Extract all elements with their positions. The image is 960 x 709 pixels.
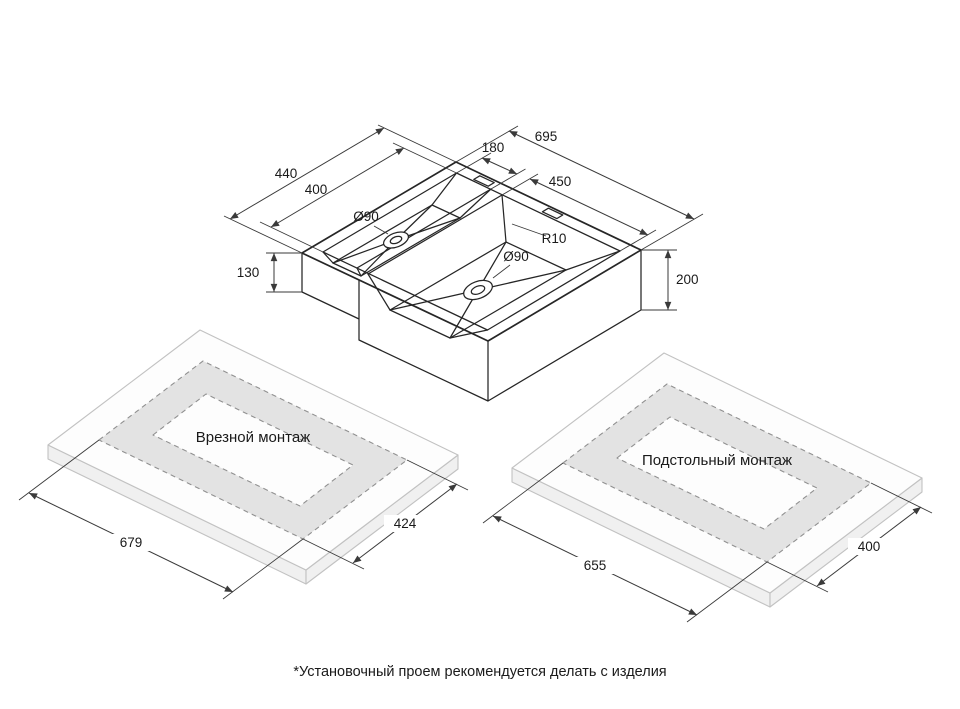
- dim-left-bowl-height-130: 130: [237, 252, 302, 293]
- inset-mount-diagram: Врезной монтаж 679 424: [18, 329, 469, 600]
- sink-dimensions: 440 400 695 180 450 130: [223, 124, 704, 311]
- dim-440-extension-lines: [223, 124, 457, 254]
- footnote: *Установочный проем рекомендуется делать…: [293, 664, 666, 680]
- dim-450-extension-lines: [501, 173, 657, 252]
- undermount-diagram: Подстольный монтаж 655 400: [482, 352, 933, 623]
- dim-450-line: [529, 178, 649, 236]
- dim-695-label: 695: [535, 129, 558, 144]
- dim-left-bowl-180: 180: [456, 140, 526, 190]
- left-bowl-slope-lines: [332, 204, 461, 277]
- dim-400-label: 400: [305, 182, 328, 197]
- dim-inset-length-679: 679: [18, 439, 304, 600]
- dim-total-length-695: 695: [455, 125, 704, 251]
- left-drain-leader-line: [373, 225, 389, 235]
- dim-655-label: 655: [584, 558, 607, 573]
- dim-corner-radius-r10: R10: [511, 223, 567, 246]
- dim-130-label: 130: [237, 265, 260, 280]
- left-drain-label: Ø90: [353, 209, 379, 224]
- left-bowl-wall-edges: [322, 172, 492, 277]
- right-drain-inner: [470, 285, 486, 295]
- dim-u400-label-bg: [848, 538, 890, 555]
- dim-424-label: 424: [394, 516, 417, 531]
- sink-bowl-divider: [356, 188, 503, 275]
- right-drain: [463, 279, 493, 301]
- dim-200-extension-lines: [641, 249, 677, 311]
- inset-mount-title: Врезной монтаж: [196, 429, 310, 446]
- left-tap-hole: [473, 175, 495, 187]
- left-drain-inner: [389, 235, 403, 245]
- dim-bowl-height-200: 200: [641, 249, 699, 311]
- inset-cutout-inner-dashed: [152, 393, 354, 507]
- dim-180-extension-lines: [456, 152, 526, 190]
- dim-679-label: 679: [120, 535, 143, 550]
- right-drain-label: Ø90: [503, 249, 529, 264]
- dim-695-extension-lines: [455, 125, 704, 251]
- dim-400-line: [270, 147, 405, 228]
- undermount-cutout-band: [563, 384, 871, 562]
- dim-440-label: 440: [275, 166, 298, 181]
- dim-200-label: 200: [676, 272, 699, 287]
- dim-424-extension-lines: [302, 459, 469, 570]
- dim-left-drain-d90: Ø90: [353, 209, 389, 235]
- dim-424-label-bg: [384, 515, 426, 532]
- dim-undermount-depth-400: 400: [766, 482, 933, 593]
- right-drain-leader-line: [492, 264, 511, 279]
- dim-180-label: 180: [482, 140, 505, 155]
- corner-radius-leader-line: [511, 223, 547, 237]
- dim-u400-extension-lines: [766, 482, 933, 593]
- undermount-cutout-inner-dashed: [616, 416, 818, 530]
- right-bowl-wall-edges: [367, 194, 621, 339]
- dim-inset-depth-424: 424: [302, 459, 469, 570]
- left-drain: [382, 231, 410, 249]
- dim-679-label-bg: [110, 534, 152, 551]
- dim-450-label: 450: [549, 174, 572, 189]
- dim-655-label-bg: [574, 557, 616, 574]
- dim-130-extension-lines: [266, 252, 302, 293]
- dim-180-line: [481, 157, 518, 175]
- inset-cutout-band: [99, 361, 407, 539]
- dim-inner-depth-400: 400: [259, 142, 457, 253]
- dim-right-drain-d90: Ø90: [492, 249, 529, 279]
- left-bowl: [322, 172, 495, 277]
- undermount-title: Подстольный монтаж: [642, 452, 792, 469]
- dim-u400-label: 400: [858, 539, 881, 554]
- dim-695-line: [508, 130, 695, 220]
- inset-slab-top: [47, 329, 459, 571]
- corner-radius-label: R10: [542, 231, 567, 246]
- sink-underside: [301, 249, 642, 402]
- sink-drawing: [301, 161, 642, 402]
- dim-undermount-length-655: 655: [482, 462, 768, 623]
- undermount-slab-top: [511, 352, 923, 594]
- right-bowl-slope-lines: [389, 241, 567, 339]
- dim-right-bowl-450: 450: [501, 173, 657, 252]
- dim-655-extension-lines: [482, 462, 768, 623]
- dim-679-extension-lines: [18, 439, 304, 600]
